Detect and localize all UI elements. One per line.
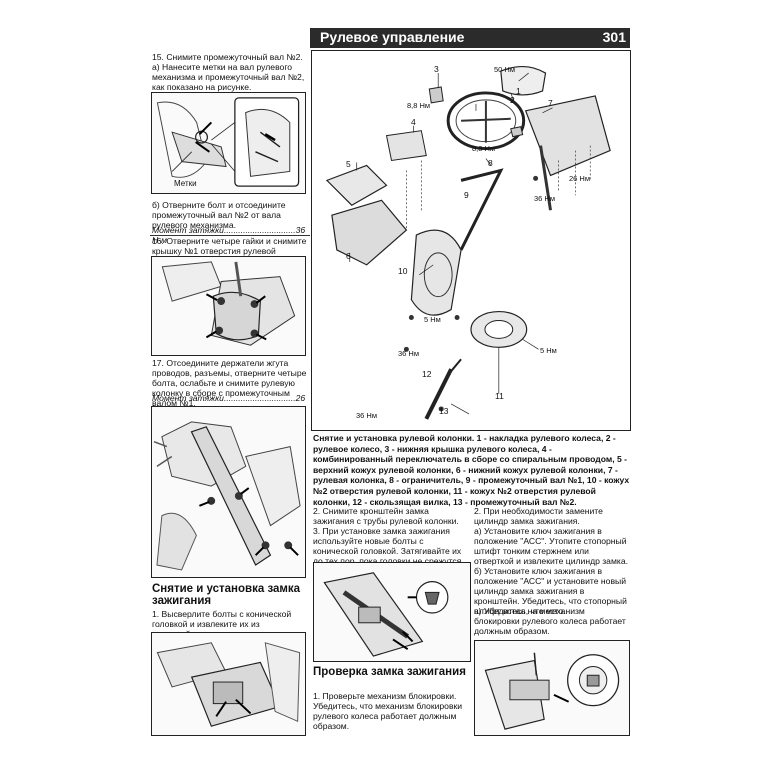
part-number-7: 7 bbox=[548, 98, 553, 108]
exploded-diagram-drawing bbox=[325, 65, 611, 420]
part-number-5: 5 bbox=[346, 159, 351, 169]
step-15a: а) Нанесите метки на вал рулевого механи… bbox=[152, 62, 305, 92]
figure-column-removal bbox=[151, 406, 306, 578]
figure-marks-drawing bbox=[156, 97, 300, 187]
part-number-3: 3 bbox=[434, 64, 439, 74]
torque-5-b: 5 Нм bbox=[540, 346, 557, 355]
figure-cover-drawing bbox=[161, 261, 296, 346]
figure-lock-cylinder bbox=[474, 640, 630, 736]
part-number-10: 10 bbox=[398, 266, 408, 276]
figure-cover-removal bbox=[151, 256, 306, 356]
figure-marks: Метки bbox=[151, 92, 306, 194]
torque-spec-1: Момент затяжки..........................… bbox=[152, 225, 306, 245]
part-number-8: 8 bbox=[488, 158, 493, 168]
right-step-2c: в) Убедитесь, что механизм блокировки ру… bbox=[474, 606, 626, 636]
step-15b: б) Отверните болт и отсоедините промежут… bbox=[152, 200, 286, 230]
diagram-caption: Снятие и установка рулевой колонки. 1 - … bbox=[313, 433, 630, 507]
torque-5-a: 5 Нм bbox=[424, 315, 441, 324]
torque-50: 50 Нм bbox=[494, 65, 515, 74]
step-17: 17. Отсоедините держатели жгута проводов… bbox=[152, 358, 307, 408]
section-title: Рулевое управление bbox=[320, 29, 465, 45]
right-step-2: 2. При необходимости замените цилиндр за… bbox=[474, 506, 603, 526]
figure-bolt-drill bbox=[313, 562, 471, 662]
figure-ignition-bracket bbox=[151, 632, 306, 736]
part-number-2: 2 bbox=[510, 95, 515, 105]
page-header: Рулевое управление 301 bbox=[310, 28, 630, 48]
part-number-13: 13 bbox=[439, 406, 449, 416]
torque-26: 26 Нм bbox=[569, 174, 590, 183]
section-heading-check: Проверка замка зажигания bbox=[313, 666, 466, 678]
marks-label: Метки bbox=[174, 179, 197, 188]
torque-8-8-b: 8,8 Нм bbox=[472, 144, 496, 153]
figure-cylinder-drawing bbox=[484, 652, 620, 730]
torque-36-c: 36 Нм bbox=[356, 411, 377, 420]
part-number-12: 12 bbox=[422, 369, 432, 379]
check-step-1: 1. Проверьте механизм блокировки. Убедит… bbox=[313, 691, 463, 731]
step-15: 15. Снимите промежуточный вал №2. bbox=[152, 52, 303, 62]
right-step-2a: а) Установите ключ зажигания в положение… bbox=[474, 526, 628, 566]
section-heading-removal: Снятие и установка замка зажигания bbox=[152, 583, 301, 607]
part-number-4: 4 bbox=[411, 117, 416, 127]
part-number-11: 11 bbox=[495, 391, 504, 401]
figure-bracket-drawing bbox=[156, 642, 301, 727]
figure-drill-drawing bbox=[323, 572, 449, 657]
middle-step-3: 3. При установке замка зажигания использ… bbox=[313, 526, 464, 566]
part-number-6: 6 bbox=[346, 251, 351, 261]
middle-step-2: 2. Снимите кронштейн замка зажигания с т… bbox=[313, 506, 459, 526]
figure-column-drawing bbox=[153, 421, 301, 571]
torque-8-8-a: 8,8 Нм bbox=[407, 101, 431, 110]
divider bbox=[150, 235, 310, 236]
part-number-1: 1 bbox=[516, 86, 521, 96]
torque-36-a: 36 Нм bbox=[534, 194, 555, 203]
page-number: 301 bbox=[602, 29, 626, 45]
part-number-9: 9 bbox=[464, 190, 469, 200]
torque-36-b: 36 Нм bbox=[398, 349, 419, 358]
exploded-diagram-steering-column: 1 2 3 4 5 6 7 8 9 10 11 12 13 50 Нм 8,8 … bbox=[311, 50, 631, 431]
right-step-2b: б) Установите ключ зажигания в положение… bbox=[474, 566, 627, 616]
